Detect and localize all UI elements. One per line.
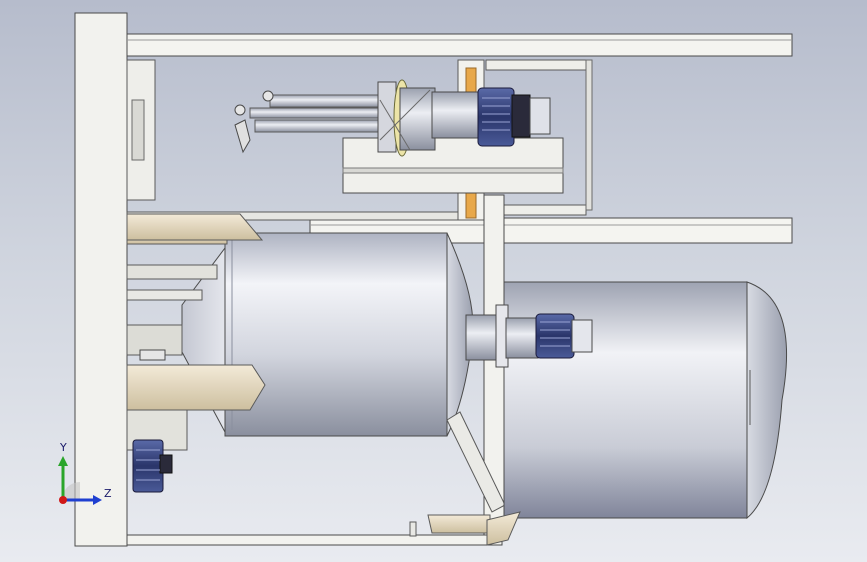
- top-beam: [126, 33, 793, 57]
- left-bracket: [126, 59, 156, 201]
- right-motor: [535, 313, 593, 359]
- tank-coupling: [465, 304, 539, 368]
- actuator-assembly: [234, 79, 564, 194]
- triad-y-label: Y: [60, 441, 67, 454]
- bottom-rail: [126, 534, 503, 546]
- lower-left-motor: [132, 439, 173, 493]
- left-frame-post: [74, 12, 128, 547]
- upper-motor: [477, 87, 551, 147]
- triad-z-label: Z: [104, 487, 112, 500]
- base-plates: [427, 511, 521, 546]
- axis-triad-icon: [58, 456, 102, 505]
